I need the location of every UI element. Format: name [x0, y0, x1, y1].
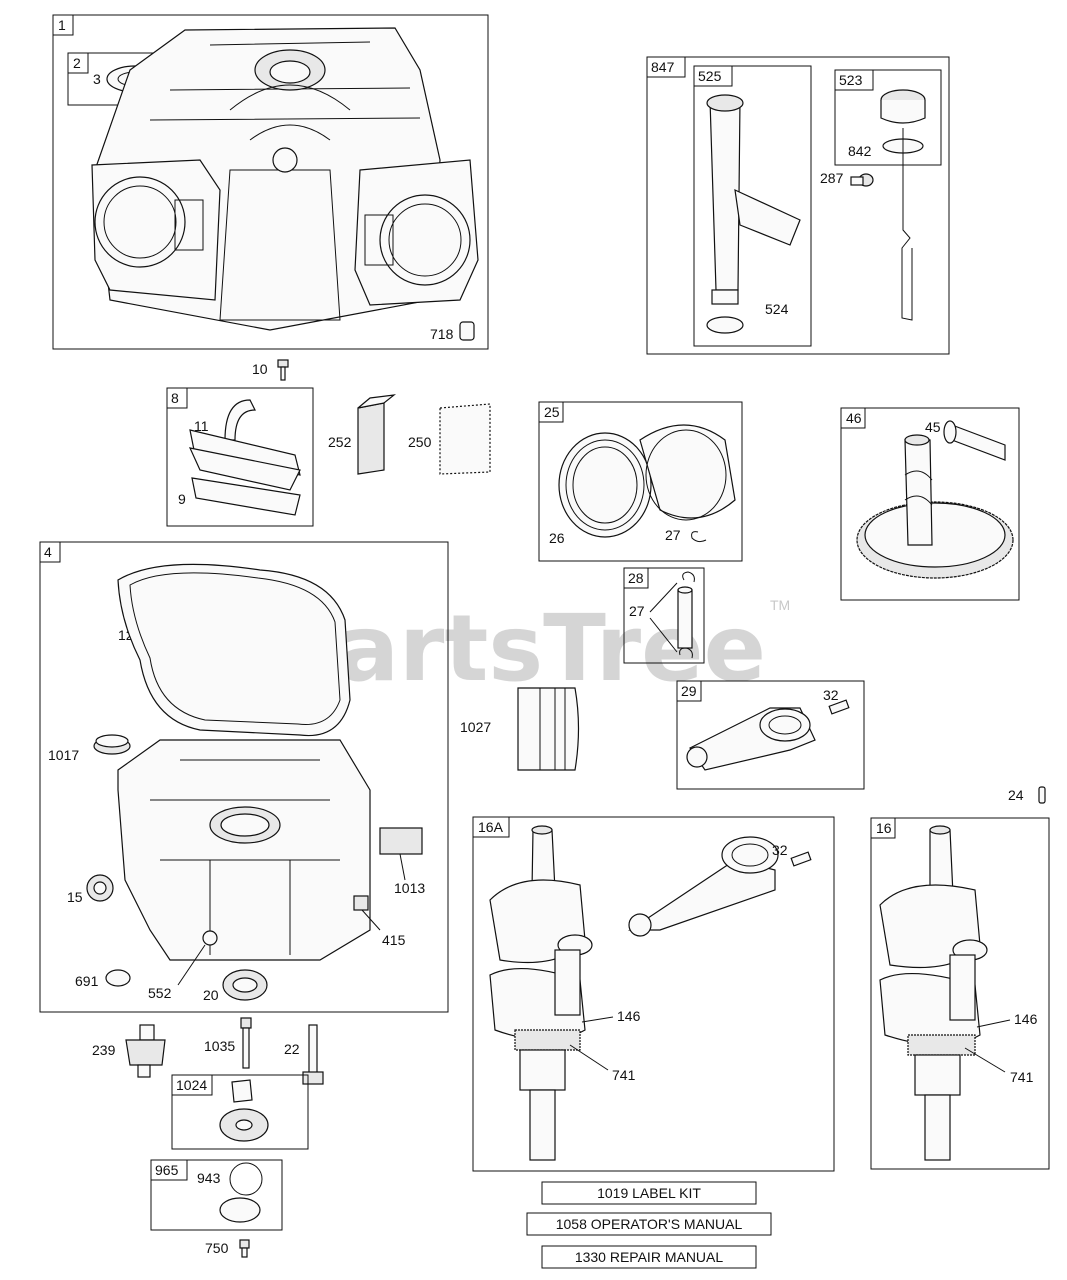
group-28-pin[interactable]: 28 27 — [623, 567, 705, 664]
group-847-dipstick[interactable]: 847 525 524 523 842 287 — [646, 56, 950, 355]
part-239-label: 239 — [92, 1042, 116, 1058]
kit-1019-text: 1019 LABEL KIT — [597, 1185, 701, 1201]
part-415-label: 415 — [382, 932, 406, 948]
group-965[interactable]: 965 943 — [150, 1159, 283, 1231]
part-26-label: 26 — [549, 530, 565, 546]
group-965-label: 965 — [155, 1162, 179, 1178]
part-1013-label: 1013 — [394, 880, 425, 896]
part-750-label: 750 — [205, 1240, 229, 1256]
pin-24[interactable] — [1038, 786, 1046, 804]
kit-label-kit[interactable]: 1019 LABEL KIT — [541, 1181, 757, 1205]
kit-1058-text: 1058 OPERATOR'S MANUAL — [556, 1216, 743, 1232]
part-10-label: 10 — [252, 361, 268, 377]
oil-filter-1027[interactable] — [517, 687, 580, 771]
group-8-label: 8 — [171, 390, 179, 406]
part-146-label-a: 146 — [617, 1008, 641, 1024]
part-552-label: 552 — [148, 985, 172, 1001]
part-1017-label: 1017 — [48, 747, 79, 763]
part-1027-label: 1027 — [460, 719, 491, 735]
part-691-label: 691 — [75, 973, 99, 989]
part-20-label: 20 — [203, 987, 219, 1003]
group-29-rod[interactable]: 29 32 — [676, 680, 865, 790]
part-9-label: 9 — [178, 491, 186, 507]
group-523-label: 523 — [839, 72, 863, 88]
part-718-label: 718 — [430, 326, 454, 342]
shaft-1035[interactable] — [240, 1017, 252, 1069]
group-1-label: 1 — [58, 17, 66, 33]
group-25-piston[interactable]: 25 26 27 — [538, 401, 743, 562]
group-16-label: 16 — [876, 820, 892, 836]
part-27-label-a: 27 — [665, 527, 681, 543]
part-22-label: 22 — [284, 1041, 300, 1057]
group-1024-label: 1024 — [176, 1077, 207, 1093]
group-1024[interactable]: 1024 — [171, 1074, 309, 1150]
bolt-10[interactable] — [277, 359, 289, 381]
part-250-label: 250 — [408, 434, 432, 450]
part-32-label-b: 32 — [772, 842, 788, 858]
part-741-label-b: 741 — [1010, 1069, 1034, 1085]
group-847-label: 847 — [651, 59, 675, 75]
group-525-label: 525 — [698, 68, 722, 84]
part-842-label: 842 — [848, 143, 872, 159]
sensor-239[interactable] — [125, 1024, 166, 1078]
part-146-label-b: 146 — [1014, 1011, 1038, 1027]
group-8-breather[interactable]: 8 11 9 — [166, 387, 314, 527]
group-46-camshaft[interactable]: 46 45 — [840, 407, 1020, 601]
kit-operators-manual[interactable]: 1058 OPERATOR'S MANUAL — [526, 1212, 772, 1236]
part-287-label: 287 — [820, 170, 844, 186]
group-46-label: 46 — [846, 410, 862, 426]
screw-750[interactable] — [239, 1239, 250, 1258]
part-524-label: 524 — [765, 301, 789, 317]
group-28-label: 28 — [628, 570, 644, 586]
part-3-label: 3 — [93, 71, 101, 87]
group-4-sump[interactable]: 4 12 1017 1013 15 415 691 552 20 — [39, 541, 449, 1013]
group-16A-label: 16A — [478, 819, 504, 835]
part-1035-label: 1035 — [204, 1038, 235, 1054]
group-1-cylinder[interactable]: 1 2 3 718 — [52, 14, 489, 350]
part-11-label: 11 — [194, 418, 209, 434]
kit-1330-text: 1330 REPAIR MANUAL — [575, 1249, 724, 1265]
group-4-label: 4 — [44, 544, 52, 560]
part-943-label: 943 — [197, 1170, 221, 1186]
kit-repair-manual[interactable]: 1330 REPAIR MANUAL — [541, 1245, 757, 1269]
part-32-label-a: 32 — [823, 687, 839, 703]
filter-250[interactable] — [439, 403, 491, 475]
part-27-label-b: 27 — [629, 603, 645, 619]
group-29-label: 29 — [681, 683, 697, 699]
part-15-label: 15 — [67, 889, 83, 905]
group-2-label: 2 — [73, 55, 81, 71]
part-45-label: 45 — [925, 419, 941, 435]
group-16-crankshaft[interactable]: 16 146 741 — [870, 817, 1050, 1170]
watermark-tm: TM — [770, 597, 790, 613]
group-16A-crankshaft[interactable]: 16A 146 741 32 — [472, 816, 835, 1172]
filter-252[interactable] — [357, 394, 397, 475]
part-24-label: 24 — [1008, 787, 1024, 803]
group-25-label: 25 — [544, 404, 560, 420]
part-741-label-a: 741 — [612, 1067, 636, 1083]
part-252-label: 252 — [328, 434, 352, 450]
